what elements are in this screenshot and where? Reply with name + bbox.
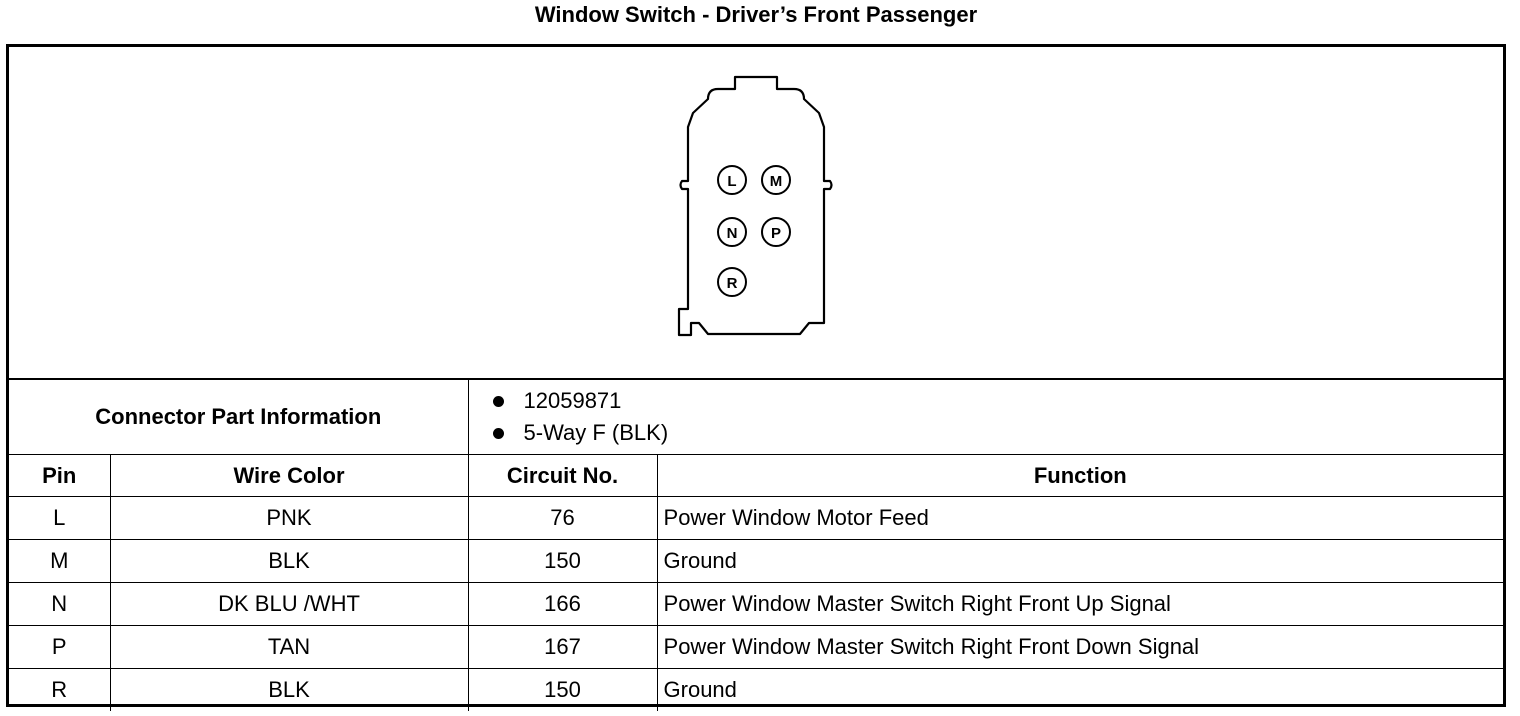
cell-wire-color: BLK xyxy=(109,668,469,711)
table-row: R BLK 150 Ground xyxy=(9,668,1504,711)
table-header-row: Pin Wire Color Circuit No. Function xyxy=(9,454,1504,497)
cell-circuit-no: 150 xyxy=(467,668,658,711)
pinout-table: Connector Part Information 12059871 5-Wa… xyxy=(9,380,1504,711)
cell-circuit-no: 76 xyxy=(467,496,658,540)
list-item: 5-Way F (BLK) xyxy=(492,417,1504,449)
cell-pin: N xyxy=(9,582,111,626)
header-pin: Pin xyxy=(9,454,111,497)
table-row: L PNK 76 Power Window Motor Feed xyxy=(9,496,1504,540)
pin-circle-m xyxy=(761,165,791,195)
connector-face-drawing: L M N P R xyxy=(677,75,833,337)
pin-label-p: P xyxy=(771,225,781,242)
cell-circuit-no: 150 xyxy=(467,539,658,583)
part-info-list: 12059871 5-Way F (BLK) xyxy=(467,380,1504,455)
cell-function: Ground xyxy=(656,668,1504,711)
table-row: P TAN 167 Power Window Master Switch Rig… xyxy=(9,625,1504,669)
cell-wire-color: BLK xyxy=(109,539,469,583)
table-row: N DK BLU /WHT 166 Power Window Master Sw… xyxy=(9,582,1504,626)
part-number: 12059871 xyxy=(523,388,622,413)
cell-pin: P xyxy=(9,625,111,669)
cell-pin: M xyxy=(9,539,111,583)
part-info-row: Connector Part Information 12059871 5-Wa… xyxy=(9,380,1504,455)
header-circuit-no: Circuit No. xyxy=(467,454,658,497)
connector-housing-outline xyxy=(677,75,833,337)
bullet-icon xyxy=(492,427,504,439)
pin-label-r: R xyxy=(727,275,738,292)
pin-label-m: M xyxy=(770,173,783,190)
header-function: Function xyxy=(656,454,1504,497)
pin-circle-r xyxy=(717,267,747,297)
pin-label-n: N xyxy=(727,225,738,242)
cell-wire-color: TAN xyxy=(109,625,469,669)
list-item: 12059871 xyxy=(492,385,1504,417)
cell-function: Power Window Master Switch Right Front D… xyxy=(656,625,1504,669)
pin-label-l: L xyxy=(727,173,736,190)
cell-circuit-no: 167 xyxy=(467,625,658,669)
cell-wire-color: DK BLU /WHT xyxy=(109,582,469,626)
connector-table-frame: L M N P R Connector Part Information 120… xyxy=(6,44,1506,711)
cell-pin: R xyxy=(9,668,111,711)
connector-diagram: L M N P R xyxy=(9,47,1503,380)
pin-circle-p xyxy=(761,217,791,247)
pin-circle-n xyxy=(717,217,747,247)
table-row: M BLK 150 Ground xyxy=(9,539,1504,583)
pin-circle-l xyxy=(717,165,747,195)
cell-function: Power Window Master Switch Right Front U… xyxy=(656,582,1504,626)
bullet-icon xyxy=(492,395,504,407)
connector-type: 5-Way F (BLK) xyxy=(523,420,669,445)
cell-pin: L xyxy=(9,496,111,540)
cell-function: Power Window Motor Feed xyxy=(656,496,1504,540)
cell-function: Ground xyxy=(656,539,1504,583)
header-wire-color: Wire Color xyxy=(109,454,469,497)
page-title: Window Switch - Driver’s Front Passenger xyxy=(534,2,978,27)
cell-wire-color: PNK xyxy=(109,496,469,540)
part-info-label: Connector Part Information xyxy=(9,380,469,455)
cell-circuit-no: 166 xyxy=(467,582,658,626)
